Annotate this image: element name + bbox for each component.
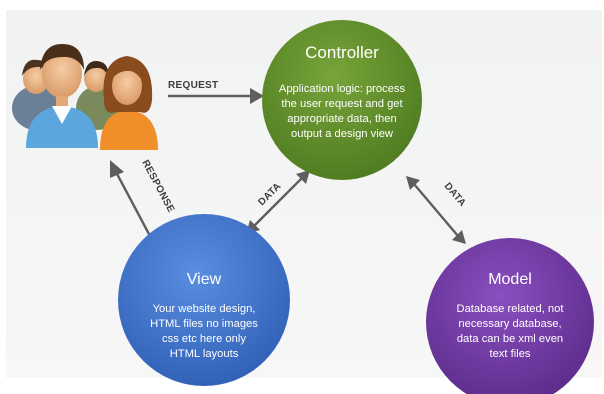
view-node: View Your website design, HTML files no … (118, 214, 290, 386)
controller-desc-line-1: Application logic: process (279, 83, 406, 95)
data-arrow-model (406, 176, 466, 244)
model-title: Model (488, 271, 532, 288)
view-desc-line-2: HTML files no images (150, 318, 258, 330)
model-desc-line-4: text files (489, 348, 530, 360)
response-arrow (110, 160, 152, 237)
view-desc-line-1: Your website design, (153, 303, 256, 315)
model-desc-line-3: data can be xml even (457, 333, 563, 345)
controller-desc-line-3: appropriate data, then (287, 113, 396, 125)
data-view-label: DATA (256, 181, 283, 208)
view-desc-line-4: HTML layouts (170, 348, 239, 360)
response-label: RESPONSE (139, 158, 176, 214)
view-desc-line-3: css etc here only (162, 333, 246, 345)
request-label: REQUEST (168, 80, 218, 91)
view-title: View (187, 271, 222, 288)
controller-desc-line-4: output a design view (291, 128, 394, 140)
users-group-icon (12, 44, 158, 150)
model-node: Model Database related, not necessary da… (426, 238, 594, 394)
model-desc-line-2: necessary database, (458, 318, 561, 330)
controller-node: Controller Application logic: process th… (262, 20, 422, 180)
controller-desc-line-2: the user request and get (281, 98, 403, 110)
request-arrow (168, 88, 264, 104)
model-desc-line-1: Database related, not (457, 303, 565, 315)
data-arrow-view (246, 170, 310, 234)
data-model-label: DATA (442, 181, 468, 209)
user-icon-man (26, 44, 98, 148)
user-icon-woman (100, 56, 158, 150)
controller-title: Controller (305, 43, 379, 62)
